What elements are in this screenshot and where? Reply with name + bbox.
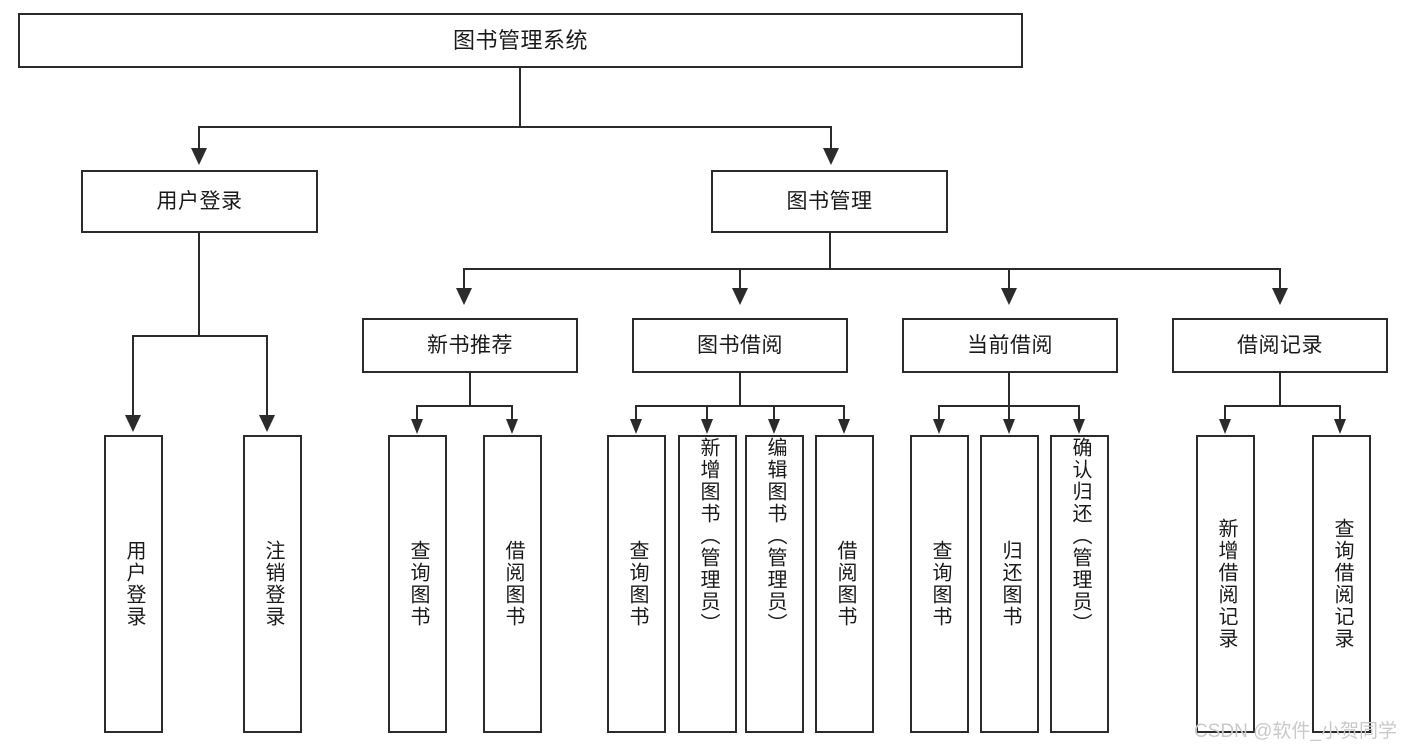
node-label: 用户登录	[123, 540, 145, 628]
leaf-user-login[interactable]: 用户登录	[104, 435, 163, 733]
csdn-watermark: CSDN @软件_小贺同学	[1194, 721, 1397, 742]
leaf-nbr-borrow-book[interactable]: 借阅图书	[483, 435, 542, 733]
leaf-cb-query-book[interactable]: 查询图书	[910, 435, 969, 733]
node-label: 新增图书（管理员）	[697, 437, 719, 635]
node-root-book-management-system[interactable]: 图书管理系统	[18, 13, 1023, 68]
arrowhead-borrow-record	[1272, 288, 1288, 305]
connector-nbr-bus	[416, 405, 513, 407]
node-user-login[interactable]: 用户登录	[81, 170, 318, 233]
node-book-borrow[interactable]: 图书借阅	[632, 318, 848, 373]
arrowhead-user-login	[191, 148, 207, 165]
connector-br-stem	[1279, 373, 1281, 406]
arrowhead-leaf-user-login	[125, 415, 141, 432]
connector-cb-stem	[1008, 373, 1010, 406]
connector-bm-to-borrow-record	[1279, 268, 1281, 290]
arrowhead-book-borrow	[732, 288, 748, 305]
leaf-logout[interactable]: 注销登录	[243, 435, 302, 733]
connector-bm-to-current-borrow	[1008, 268, 1010, 290]
connector-br-bus	[1224, 405, 1341, 407]
node-new-book-recommend[interactable]: 新书推荐	[362, 318, 578, 373]
node-label: 查询图书	[407, 540, 429, 628]
connector-bb-leaf1	[635, 405, 637, 421]
node-label: 借阅记录	[1237, 334, 1323, 357]
arrowhead-bb-borrow-book	[838, 419, 850, 434]
connector-cb-leaf1	[938, 405, 940, 421]
node-label: 新增借阅记录	[1215, 518, 1237, 650]
connector-nbr-leaf2	[511, 405, 513, 421]
arrowhead-nbr-borrow-book	[506, 419, 518, 434]
node-label: 图书管理	[786, 190, 873, 213]
leaf-bb-query-book[interactable]: 查询图书	[607, 435, 666, 733]
node-label: 查询图书	[626, 540, 648, 628]
connector-root-to-user-login	[198, 126, 200, 150]
connector-bb-bus	[635, 405, 845, 407]
connector-root-stem	[519, 68, 521, 127]
arrowhead-cb-query-book	[933, 419, 945, 434]
node-label: 借阅图书	[502, 540, 524, 628]
connector-nbr-stem	[469, 373, 471, 406]
connector-bb-stem	[739, 373, 741, 406]
connector-bm-to-new-book	[463, 268, 465, 290]
connector-root-to-book-management	[830, 126, 832, 150]
node-label: 当前借阅	[967, 334, 1053, 357]
connector-user-login-leaf1	[132, 335, 134, 417]
connector-bm-to-book-borrow	[739, 268, 741, 290]
node-label: 确认归还（管理员）	[1069, 437, 1091, 635]
arrowhead-current-borrow	[1001, 288, 1017, 305]
node-label: 图书管理系统	[452, 27, 588, 53]
arrowhead-br-query-record	[1334, 419, 1346, 434]
node-label: 新书推荐	[427, 334, 513, 357]
node-book-management[interactable]: 图书管理	[711, 170, 948, 233]
connector-bb-leaf3	[773, 405, 775, 421]
node-borrow-record[interactable]: 借阅记录	[1172, 318, 1388, 373]
leaf-bb-borrow-book[interactable]: 借阅图书	[815, 435, 874, 733]
connector-br-leaf1	[1224, 405, 1226, 421]
connector-user-login-leaf2	[266, 335, 268, 417]
leaf-bb-edit-book[interactable]: 编辑图书（管理员）	[745, 435, 804, 733]
node-label: 查询图书	[929, 540, 951, 628]
arrowhead-cb-return-book	[1003, 419, 1015, 434]
leaf-cb-return-book[interactable]: 归还图书	[980, 435, 1039, 733]
leaf-cb-confirm-return[interactable]: 确认归还（管理员）	[1050, 435, 1109, 733]
node-label: 注销登录	[262, 540, 284, 628]
connector-book-management-stem	[829, 233, 831, 269]
arrowhead-cb-confirm-return	[1073, 419, 1085, 434]
connector-cb-leaf3	[1078, 405, 1080, 421]
leaf-bb-add-book[interactable]: 新增图书（管理员）	[678, 435, 737, 733]
arrowhead-leaf-logout	[259, 415, 275, 432]
node-label: 归还图书	[999, 540, 1021, 628]
node-label: 编辑图书（管理员）	[764, 437, 786, 635]
arrowhead-new-book-recommend	[456, 288, 472, 305]
connector-nbr-leaf1	[416, 405, 418, 421]
node-label: 借阅图书	[834, 540, 856, 628]
node-label: 查询借阅记录	[1331, 518, 1353, 650]
connector-bb-leaf2	[706, 405, 708, 421]
node-label: 图书借阅	[697, 334, 783, 357]
connector-root-bus	[198, 126, 832, 128]
connector-user-login-stem	[198, 233, 200, 336]
connector-br-leaf2	[1339, 405, 1341, 421]
leaf-br-add-record[interactable]: 新增借阅记录	[1196, 435, 1255, 733]
arrowhead-br-add-record	[1219, 419, 1231, 434]
arrowhead-bb-edit-book	[768, 419, 780, 434]
leaf-nbr-query-book[interactable]: 查询图书	[388, 435, 447, 733]
arrowhead-bb-add-book	[701, 419, 713, 434]
connector-bb-leaf4	[843, 405, 845, 421]
arrowhead-nbr-query-book	[411, 419, 423, 434]
connector-cb-leaf2	[1008, 405, 1010, 421]
arrowhead-bb-query-book	[630, 419, 642, 434]
connector-user-login-bus	[132, 335, 267, 337]
leaf-br-query-record[interactable]: 查询借阅记录	[1312, 435, 1371, 733]
arrowhead-book-management	[823, 148, 839, 165]
connector-book-management-bus	[463, 268, 1280, 270]
node-current-borrow[interactable]: 当前借阅	[902, 318, 1118, 373]
node-label: 用户登录	[156, 190, 243, 213]
